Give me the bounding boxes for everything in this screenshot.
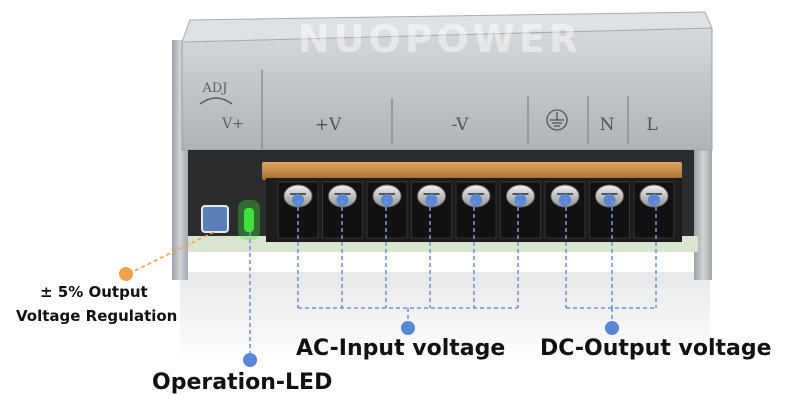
dc-output-marker bbox=[605, 321, 619, 335]
terminal-label-l: L bbox=[646, 115, 657, 135]
reflection bbox=[180, 272, 710, 362]
terminal-screws bbox=[277, 181, 675, 239]
terminal-marker bbox=[425, 194, 438, 206]
regulation-leader-line bbox=[127, 231, 215, 275]
terminal-marker bbox=[603, 194, 616, 206]
regulation-marker bbox=[119, 267, 133, 281]
adj-label: ADJ bbox=[201, 81, 227, 96]
regulation-label-line1: ± 5% Output bbox=[40, 283, 148, 301]
copper-bar bbox=[262, 162, 682, 180]
terminal-label-plus-v: +V bbox=[315, 115, 342, 135]
led-marker bbox=[243, 353, 257, 367]
regulation-label-line2: Voltage Regulation bbox=[16, 307, 178, 325]
terminal-marker bbox=[648, 194, 660, 206]
dc-output-label: DC-Output voltage bbox=[540, 336, 772, 361]
terminal-label-n: N bbox=[600, 115, 615, 135]
adj-symbol: V+ bbox=[221, 116, 244, 132]
terminal-marker bbox=[559, 194, 571, 206]
operation-led bbox=[244, 208, 254, 232]
ac-input-marker bbox=[401, 321, 415, 335]
watermark: NUOPOWER bbox=[298, 17, 582, 61]
terminal-marker bbox=[381, 194, 393, 206]
terminal-label-minus-v: -V bbox=[452, 115, 470, 135]
ground-icon bbox=[546, 109, 568, 131]
label-panel bbox=[261, 70, 629, 150]
adj-potentiometer bbox=[201, 205, 229, 233]
adj-arrow-icon bbox=[199, 97, 233, 105]
top-casing-highlight bbox=[181, 11, 713, 43]
terminal-marker bbox=[470, 194, 482, 206]
operation-led-label: Operation-LED bbox=[152, 370, 333, 395]
ac-input-label: AC-Input voltage bbox=[296, 336, 506, 361]
terminal-marker bbox=[514, 194, 527, 206]
